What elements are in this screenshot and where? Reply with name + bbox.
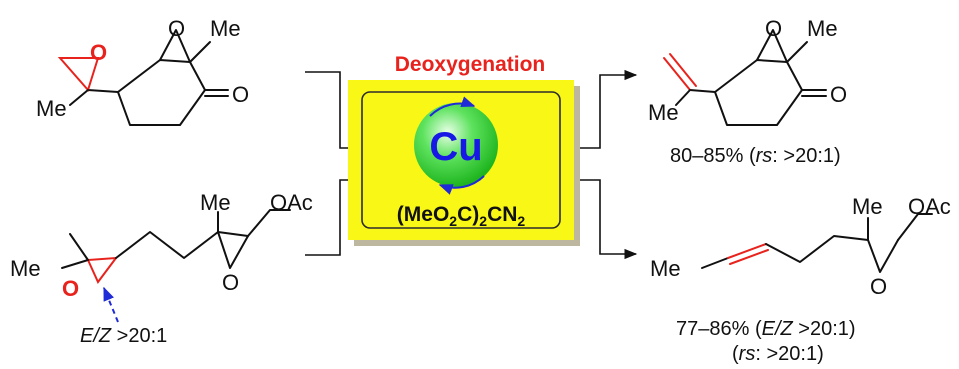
product-2: Me Me O OAc 77–86% (E/Z >20:1) (rs: >20:… <box>650 194 951 365</box>
ez-arrow <box>103 286 119 323</box>
catalyst-metal: Cu <box>429 125 482 169</box>
product-1-carbonyl <box>801 89 827 97</box>
reactant-2-epoxide-c <box>69 233 89 261</box>
product-2-oac-chain <box>897 213 933 241</box>
product-1-side-methyl-bond <box>675 89 691 106</box>
reactant-1-methyl: Me <box>210 16 241 41</box>
reactant-1-carbonyl <box>204 89 229 97</box>
product-2-alkene <box>727 243 769 265</box>
product-2-chain <box>765 235 869 263</box>
reagent-box: Cu (MeO2C)2CN2 <box>348 80 580 246</box>
product-2-me-top: Me <box>852 194 883 219</box>
reactant-1-side-methyl-bond <box>69 89 89 106</box>
product-1: O Me O Me 80–85% (rs: >20:1) <box>648 16 847 167</box>
product-2-methyl-bond <box>701 257 729 269</box>
reactant-2-oac: OAc <box>270 190 313 215</box>
product-1-alkene <box>663 53 697 91</box>
title: Deoxygenation <box>395 53 546 76</box>
product-1-methyl-bond <box>786 41 808 63</box>
product-1-ketone-oxygen: O <box>830 82 847 107</box>
arrow-to-product-1 <box>580 69 638 149</box>
product-2-yield-line1: 77–86% (E/Z >20:1) <box>676 318 856 340</box>
reactant-1-ring-oxygen: O <box>168 16 185 41</box>
reactant-1-ring-epoxide <box>159 29 191 63</box>
reactant-2-me-top: Me <box>200 190 231 215</box>
product-1-yield: 80–85% (rs: >20:1) <box>670 145 841 167</box>
reactant-1-side-epoxide <box>57 57 100 93</box>
reactant-2-methyl-bond <box>61 259 89 269</box>
product-1-side-methyl: Me <box>648 100 679 125</box>
product-2-epoxide-oxygen: O <box>870 274 887 299</box>
reactant-2: Me O Me O OAc E/Z >20:1 <box>10 190 313 347</box>
reactant-2-epoxide <box>86 256 119 284</box>
product-1-methyl: Me <box>807 16 838 41</box>
cycle-arrow-bottom <box>438 175 485 195</box>
product-2-oac: OAc <box>908 194 951 219</box>
reactant-1: O Me O O Me <box>36 16 249 126</box>
product-1-side-bond <box>689 89 716 93</box>
reactant-1-side-oxygen: O <box>90 40 107 65</box>
reactant-1-ketone-oxygen: O <box>232 82 249 107</box>
reactant-2-methyl: Me <box>10 256 41 281</box>
reactant-1-side-methyl: Me <box>36 96 67 121</box>
reactant-1-methyl-bond <box>189 41 211 63</box>
reactant-2-epoxide-oxygen: O <box>222 270 239 295</box>
product-2-epoxide <box>867 239 899 273</box>
reactant-2-epoxide-2 <box>217 231 249 269</box>
reagent-box-inner <box>361 91 561 229</box>
product-2-methyl: Me <box>650 256 681 281</box>
product-1-ring-epoxide <box>756 29 788 63</box>
product-1-ring-oxygen: O <box>765 16 782 41</box>
product-1-ring <box>714 59 803 126</box>
arrow-to-product-2 <box>580 179 638 260</box>
cu-sphere <box>414 103 498 187</box>
reactant-1-side-bond <box>87 89 119 93</box>
ez-note: E/Z >20:1 <box>80 325 167 347</box>
product-2-yield-line2: (rs: >20:1) <box>732 343 824 365</box>
cycle-arrow-top <box>429 96 476 117</box>
reactant-2-chain <box>115 231 249 259</box>
reactant-1-ring <box>117 59 206 126</box>
reactant-2-red-oxygen: O <box>62 276 79 301</box>
reactant-2-oac-chain <box>247 209 291 237</box>
catalyst-reagent: (MeO2C)2CN2 <box>397 203 526 229</box>
